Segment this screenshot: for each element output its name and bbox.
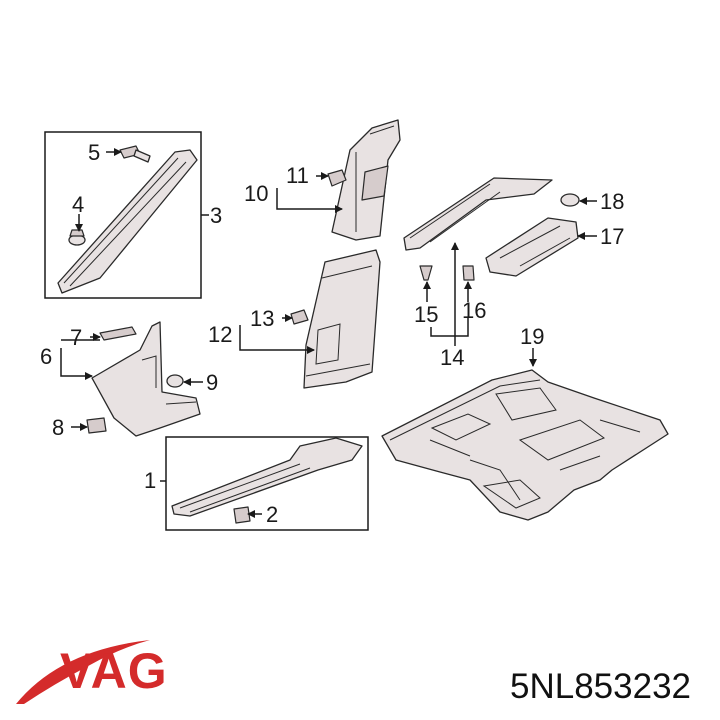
sill-trim-part	[171, 437, 363, 517]
callout-8: 8	[52, 415, 64, 440]
clip-part-4	[68, 229, 86, 246]
callout-6: 6	[40, 344, 52, 369]
rear-sill-trim-part	[403, 177, 553, 251]
clip-part-5	[119, 145, 151, 163]
clip-part-13	[290, 309, 309, 325]
clip-part-9	[166, 374, 184, 388]
clip-part-15	[419, 265, 433, 281]
cap-part-18	[560, 193, 580, 207]
callout-5: 5	[88, 140, 100, 165]
callout-7: 7	[70, 325, 82, 350]
bracket-part-17	[485, 217, 579, 277]
group-box-sill	[165, 436, 369, 531]
callout-11: 11	[286, 163, 309, 188]
callout-12: 12	[208, 322, 232, 347]
callout-14: 14	[440, 345, 464, 370]
callout-16: 16	[462, 298, 486, 323]
vag-logo: VAG	[16, 640, 168, 704]
callout-19: 19	[520, 324, 544, 349]
kick-panel-part	[91, 321, 201, 437]
callout-1: 1	[144, 468, 156, 493]
clip-part-11	[327, 169, 347, 187]
callout-4: 4	[72, 192, 84, 217]
logo-text: VAG	[60, 643, 168, 699]
callout-17: 17	[600, 224, 624, 249]
callout-3: 3	[210, 203, 222, 228]
part-number: 5NL853232	[510, 667, 691, 706]
callout-9: 9	[206, 370, 218, 395]
clip-part-8	[86, 417, 107, 434]
callout-10: 10	[244, 181, 268, 206]
clip-part-16	[462, 265, 475, 281]
floor-carpet-part	[381, 369, 669, 521]
callout-13: 13	[250, 306, 274, 331]
b-pillar-lower-trim-part	[303, 249, 381, 389]
b-pillar-upper-trim-part	[331, 119, 401, 241]
callout-18: 18	[600, 189, 624, 214]
logo-swoosh	[16, 640, 150, 704]
callout-2: 2	[266, 502, 278, 527]
a-pillar-trim-part	[57, 149, 198, 294]
clip-part-7	[99, 326, 137, 341]
callout-15: 15	[414, 302, 438, 327]
clip-part-2	[233, 506, 251, 524]
